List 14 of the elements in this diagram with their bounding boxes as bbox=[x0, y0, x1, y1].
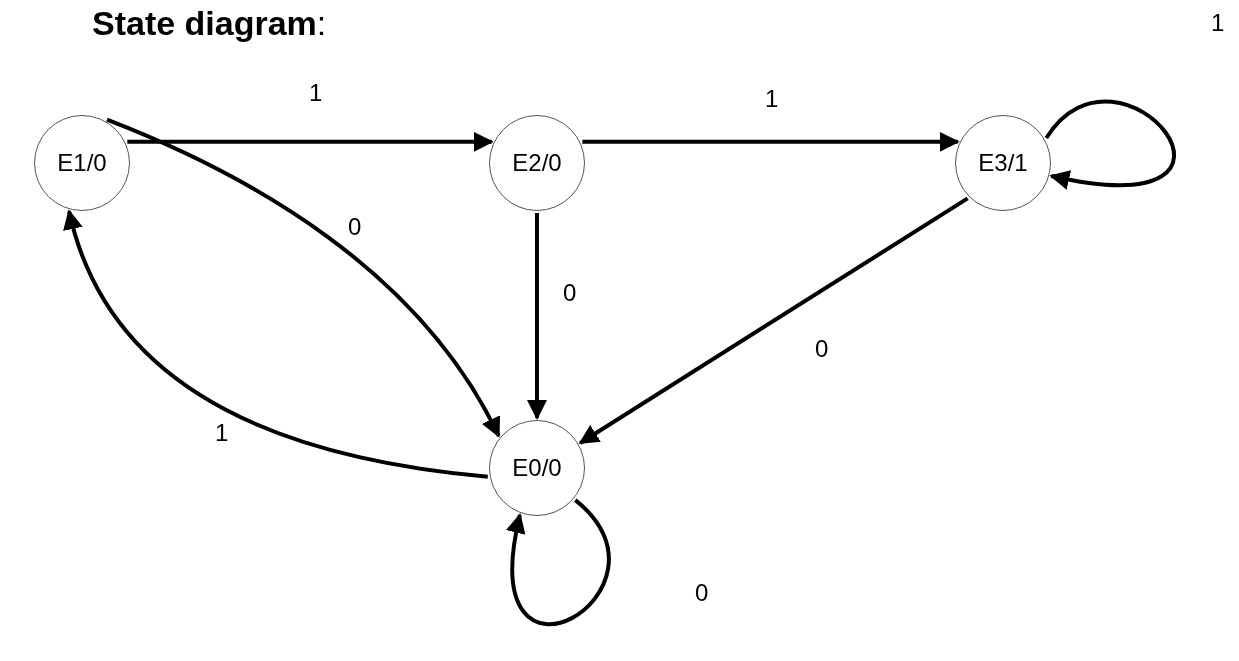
transition-arrow bbox=[527, 213, 547, 420]
transition-arrow bbox=[64, 209, 488, 479]
state-label: E1/0 bbox=[57, 149, 107, 177]
self-loop-arrow bbox=[1044, 99, 1176, 189]
diagram-title: State diagram: bbox=[92, 4, 327, 43]
state-label: E3/1 bbox=[978, 149, 1028, 177]
state-label: E0/0 bbox=[512, 454, 562, 482]
transition-arrow bbox=[106, 117, 501, 438]
state-circle bbox=[489, 420, 585, 516]
self-loop-arrow bbox=[507, 498, 610, 626]
transition-arrow bbox=[127, 131, 494, 152]
transition-arrow bbox=[578, 196, 969, 445]
transition-arrow bbox=[582, 131, 960, 152]
state-label: E2/0 bbox=[512, 149, 562, 177]
